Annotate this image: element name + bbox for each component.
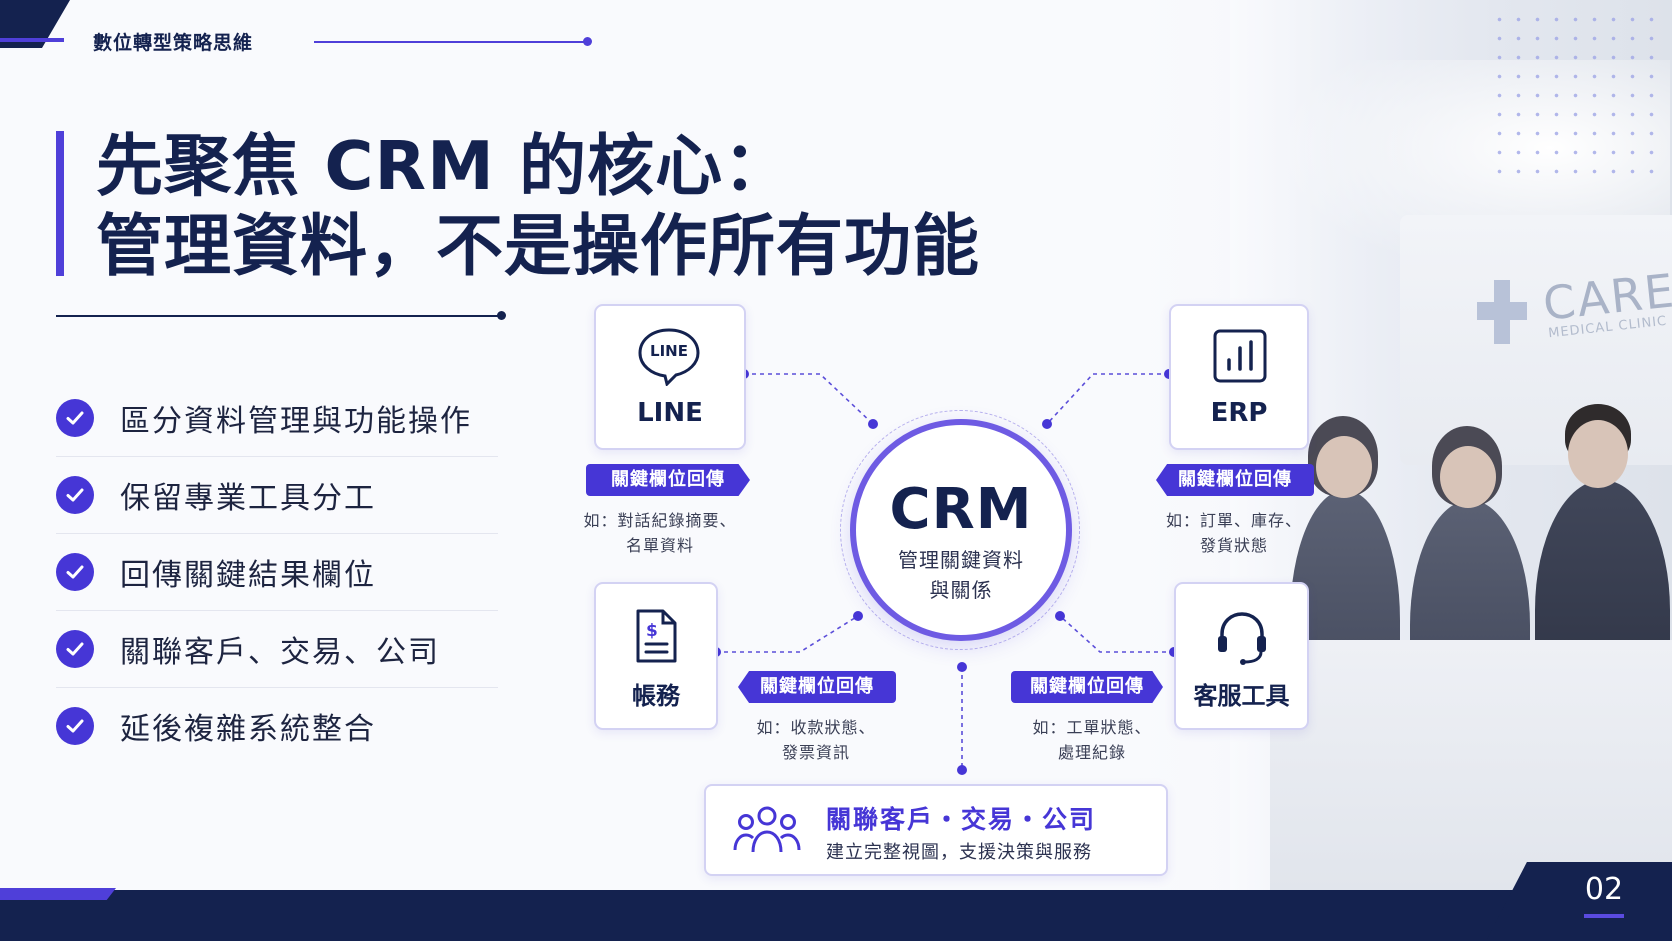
title-line-1: 先聚焦 CRM 的核心：	[96, 127, 792, 205]
relationship-card-title: 關聯客戶・交易・公司	[826, 805, 1097, 834]
list-item-text: 延後複雜系統整合	[120, 712, 376, 747]
service-note-line-2: 處理紀錄	[1057, 743, 1126, 762]
check-circle-icon	[56, 399, 94, 437]
dot-pattern	[1490, 10, 1665, 180]
bar-chart-icon	[1212, 328, 1268, 384]
crm-outer-ring	[840, 410, 1080, 650]
erp-node-label: ERP	[1210, 398, 1268, 428]
crm-subtitle-line-1: 管理關鍵資料	[898, 548, 1024, 572]
list-item: 區分資料管理與功能操作	[56, 380, 498, 457]
billing-node-label: 帳務	[632, 682, 680, 710]
list-item-text: 區分資料管理與功能操作	[120, 404, 472, 439]
page-number-underline	[1584, 914, 1624, 918]
checklist: 區分資料管理與功能操作 保留專業工具分工 回傳關鍵結果欄位 關聯客戶、交易、公司…	[56, 380, 498, 764]
service-note-line-1: 如：工單狀態、	[1032, 718, 1152, 737]
service-node-label: 客服工具	[1193, 682, 1290, 710]
erp-note-line-1: 如：訂單、庫存、	[1165, 511, 1302, 530]
medical-cross-icon	[1477, 280, 1527, 344]
line-node: LINE LINE	[594, 304, 746, 450]
line-icon-text: LINE	[650, 342, 688, 360]
list-item: 關聯客戶、交易、公司	[56, 611, 498, 688]
service-note: 如：工單狀態、 處理紀錄	[1006, 715, 1178, 765]
check-circle-icon	[56, 553, 94, 591]
corner-accent-line	[0, 38, 64, 42]
title-accent-bar	[56, 131, 64, 276]
reception-counter	[1270, 640, 1672, 890]
header-divider	[314, 41, 586, 43]
line-note-line-2: 名單資料	[625, 536, 694, 555]
title-line-2: 管理資料，不是操作所有功能	[96, 207, 980, 285]
people-group-icon	[732, 804, 802, 856]
title-underline	[56, 315, 502, 317]
page-title: 先聚焦 CRM 的核心： 管理資料，不是操作所有功能	[96, 126, 980, 286]
footer-accent	[0, 888, 116, 900]
list-item: 保留專業工具分工	[56, 457, 498, 534]
relationship-card-subtitle: 建立完整視圖，支援決策與服務	[826, 842, 1092, 863]
footer-bar	[0, 890, 1672, 941]
billing-note: 如：收款狀態、 發票資訊	[730, 715, 902, 765]
crm-title: CRM	[889, 477, 1033, 542]
erp-note-line-2: 發貨狀態	[1199, 536, 1268, 555]
erp-node: ERP	[1169, 304, 1309, 450]
line-node-label: LINE	[637, 398, 703, 428]
line-tag: 關鍵欄位回傳	[586, 464, 750, 496]
crm-subtitle-line-2: 與關係	[929, 578, 993, 602]
service-node: 客服工具	[1174, 582, 1309, 730]
section-label: 數位轉型策略思維	[93, 32, 254, 54]
page-number: 02	[1584, 872, 1624, 907]
billing-note-line-2: 發票資訊	[781, 743, 850, 762]
headset-icon	[1212, 608, 1272, 666]
invoice-document-icon: $	[634, 608, 678, 664]
crm-hub: CRM 管理關鍵資料 與關係	[850, 419, 1072, 641]
crm-subtitle: 管理關鍵資料 與關係	[856, 545, 1066, 605]
list-item: 延後複雜系統整合	[56, 688, 498, 764]
list-item-text: 關聯客戶、交易、公司	[120, 635, 440, 670]
list-item-text: 回傳關鍵結果欄位	[120, 558, 376, 593]
staff-face	[1568, 420, 1628, 488]
svg-text:$: $	[646, 621, 658, 641]
list-item-text: 保留專業工具分工	[120, 481, 376, 516]
check-circle-icon	[56, 707, 94, 745]
relationship-card: 關聯客戶・交易・公司 建立完整視圖，支援決策與服務	[704, 784, 1168, 876]
billing-node: $ 帳務	[594, 582, 718, 730]
billing-note-line-1: 如：收款狀態、	[756, 718, 876, 737]
line-note-line-1: 如：對話紀錄摘要、	[583, 511, 737, 530]
check-circle-icon	[56, 476, 94, 514]
erp-tag: 關鍵欄位回傳	[1156, 464, 1314, 496]
header-divider-dot	[583, 37, 592, 46]
service-tag: 關鍵欄位回傳	[1011, 671, 1163, 703]
list-item: 回傳關鍵結果欄位	[56, 534, 498, 611]
staff-face	[1440, 446, 1496, 508]
line-note: 如：對話紀錄摘要、 名單資料	[570, 508, 750, 558]
billing-tag: 關鍵欄位回傳	[738, 671, 896, 703]
erp-note: 如：訂單、庫存、 發貨狀態	[1148, 508, 1320, 558]
line-chat-bubble-icon: LINE	[636, 326, 702, 387]
staff-face	[1316, 436, 1372, 498]
check-circle-icon	[56, 630, 94, 668]
title-underline-dot	[497, 311, 506, 320]
